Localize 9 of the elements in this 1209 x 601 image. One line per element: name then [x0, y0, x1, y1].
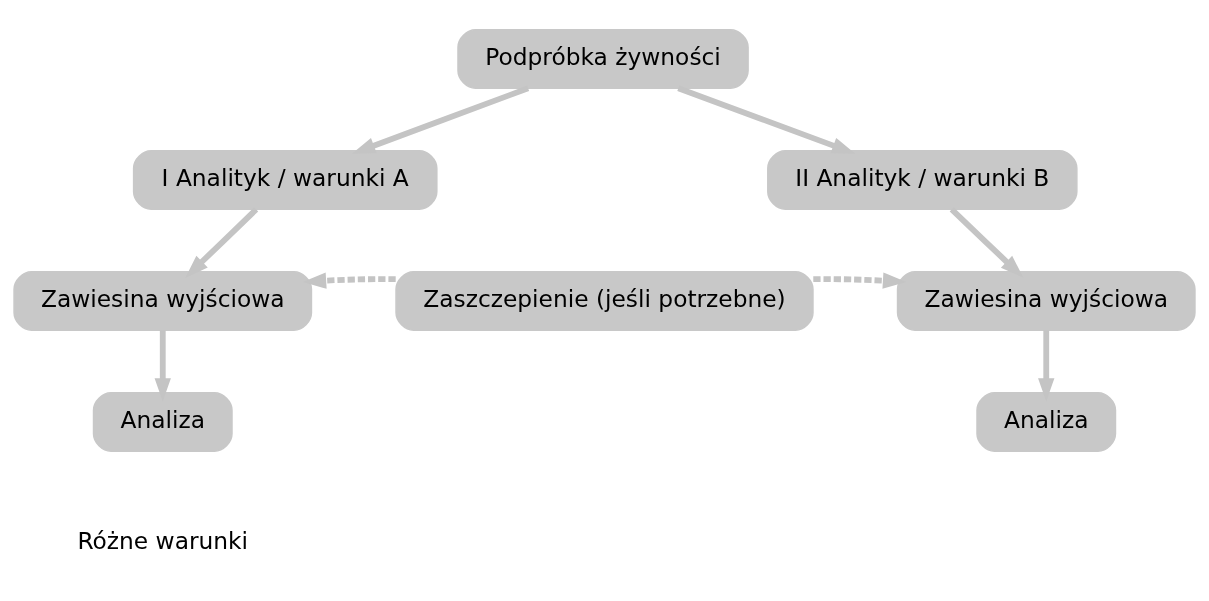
node-box: Podpróbka żywności	[457, 28, 749, 89]
node-box: I Analityk / warunki A	[132, 149, 438, 210]
node-box: Zawiesina wyjściowa	[13, 270, 313, 331]
node-box: II Analityk / warunki B	[767, 149, 1078, 210]
node-box: Analiza	[92, 391, 233, 452]
node-box: Analiza	[976, 391, 1117, 452]
label: Różne warunki	[77, 526, 249, 554]
node-box: Zaszczepienie (jeśli potrzebne)	[395, 270, 814, 331]
node-box: Zawiesina wyjściowa	[896, 270, 1196, 331]
